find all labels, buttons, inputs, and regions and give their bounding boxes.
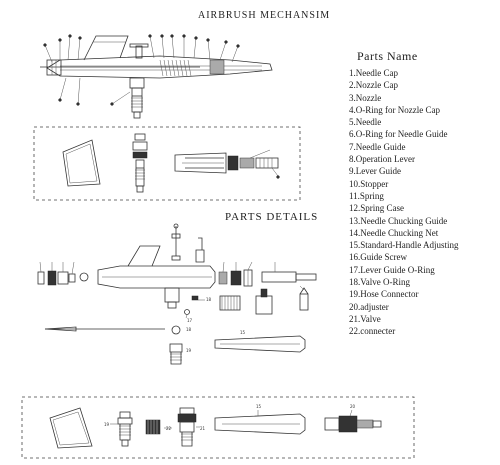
parts-name-list: 1.Needle Cap 2.Nozzle Cap 3.Nozzle 4.O-R… [349, 67, 459, 338]
part-name-item: 4.O-Ring for Nozzle Cap [349, 104, 440, 115]
callout-18b: 18 [186, 327, 192, 332]
part-name-item: 20.adjuster [349, 301, 389, 312]
accessory-parts-bottom: 19 22 21 15 20 [49, 404, 382, 449]
part-name-item: 8.Operation Lever [349, 154, 415, 165]
accessory-parts-top [62, 133, 280, 193]
callout-17: 17 [187, 318, 193, 323]
part-name-item: 3.Nozzle [349, 92, 382, 103]
callout-20-bottom: 20 [350, 404, 356, 409]
part-name-item: 22.connecter [349, 326, 396, 337]
part-name-item: 9.Lever Guide [349, 166, 401, 177]
mechanism-title: AIRBRUSH MECHANSIM [198, 10, 331, 21]
part-name-item: 16.Guide Screw [349, 252, 407, 263]
part-name-item: 17.Lever Guide O-Ring [349, 264, 435, 275]
part-name-item: 18.Valve O-Ring [349, 277, 410, 288]
part-name-item: 6.O-Ring for Needle Guide [349, 129, 448, 140]
callout-19-bottom: 19 [104, 422, 110, 427]
assembled-airbrush [40, 34, 273, 119]
callout-15: 15 [240, 330, 246, 335]
callout-21-bottom: 21 [200, 426, 206, 431]
part-name-item: 13.Needle Chucking Guide [349, 215, 448, 226]
part-name-item: 14.Needle Chucking Net [349, 227, 439, 238]
part-name-item: 7.Needle Guide [349, 141, 406, 152]
callout-19: 19 [186, 348, 192, 353]
parts-name-heading: Parts Name [357, 49, 418, 63]
accessory-box-top [33, 126, 301, 201]
accessory-box-bottom [21, 396, 415, 459]
callout-22-bottom: 22 [166, 426, 172, 431]
part-name-item: 10.Stopper [349, 178, 389, 189]
parts-details-title: PARTS DETAILS [225, 211, 319, 223]
part-name-item: 1.Needle Cap [349, 68, 398, 78]
part-name-item: 19.Hose Connector [349, 289, 419, 300]
part-name-item: 2.Nozzle Cap [349, 80, 398, 91]
callout-15-bottom: 15 [256, 404, 262, 409]
callout-18: 18 [206, 297, 212, 302]
part-name-item: 12.Spring Case [349, 203, 404, 214]
exploded-parts: 17 18 19 15 18 [37, 223, 317, 365]
part-name-item: 5.Needle [349, 117, 382, 128]
part-name-item: 21.Valve [349, 313, 381, 324]
part-name-item: 11.Spring [349, 190, 384, 201]
part-name-item: 15.Standard-Handle Adjusting [349, 240, 459, 251]
